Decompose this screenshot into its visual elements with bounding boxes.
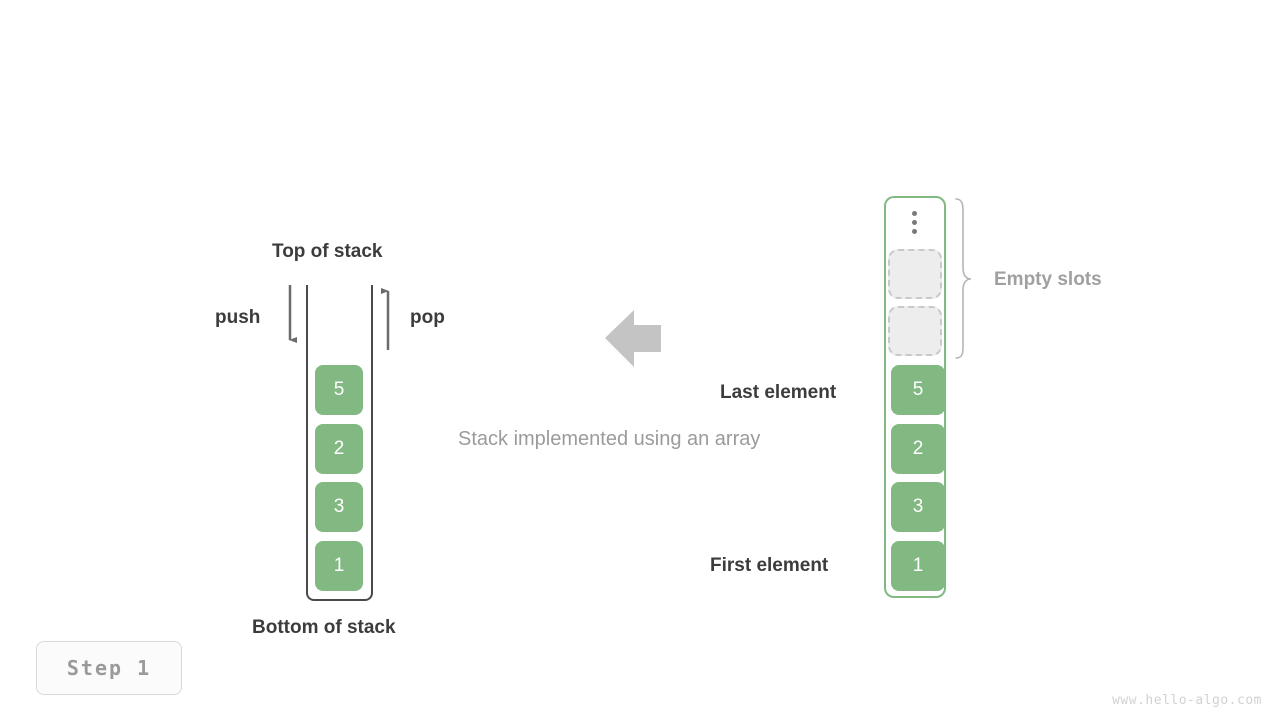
diagram-caption: Stack implemented using an array <box>458 428 761 450</box>
stack-floor <box>306 575 373 601</box>
stack-cell: 2 <box>315 424 363 474</box>
step-badge: Step 1 <box>36 641 182 695</box>
stack-wall-right <box>371 285 373 585</box>
array-cell: 1 <box>891 541 945 591</box>
stack-cell: 3 <box>315 482 363 532</box>
stack-wall-left <box>306 285 308 585</box>
array-cell: 5 <box>891 365 945 415</box>
push-label: push <box>215 307 261 328</box>
pop-label: pop <box>410 307 445 328</box>
bottom-of-stack-label: Bottom of stack <box>252 617 396 638</box>
stack-cell: 1 <box>315 541 363 591</box>
empty-slots-label: Empty slots <box>994 269 1102 290</box>
first-element-label: First element <box>710 555 829 576</box>
array-cell: 2 <box>891 424 945 474</box>
watermark: www.hello-algo.com <box>1112 693 1262 708</box>
array-cell: 3 <box>891 482 945 532</box>
empty-slot <box>888 249 942 299</box>
arrow-left-icon <box>605 310 661 367</box>
last-element-label: Last element <box>720 382 837 403</box>
top-of-stack-label: Top of stack <box>272 241 383 262</box>
stack-cell: 5 <box>315 365 363 415</box>
vertical-ellipsis-icon <box>910 211 918 234</box>
empty-slot <box>888 306 942 356</box>
